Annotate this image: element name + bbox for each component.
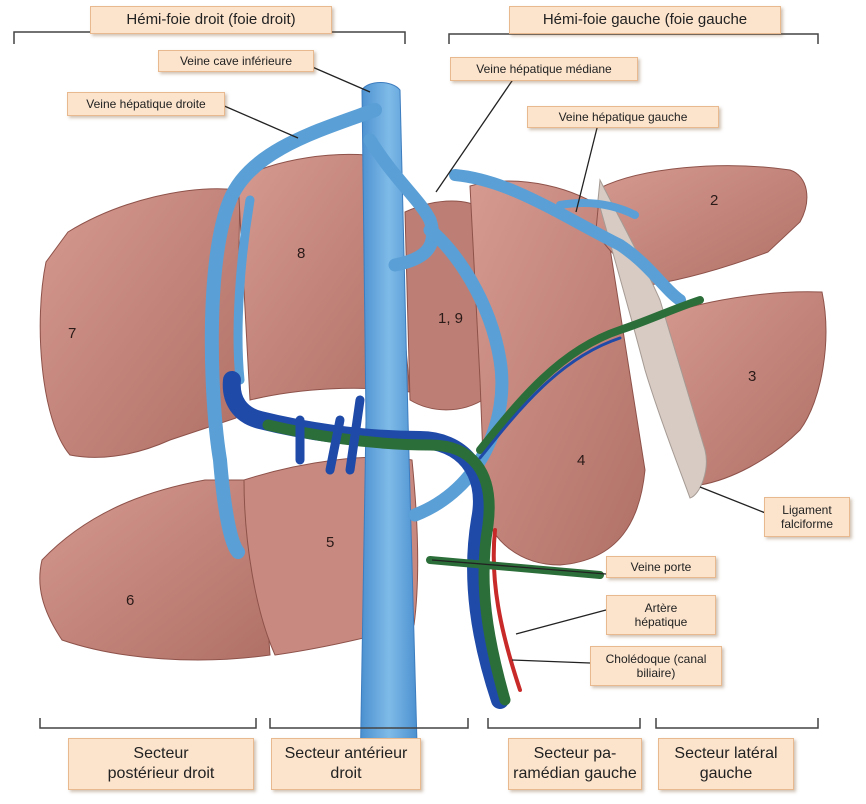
middle-hepatic-vein-label: Veine hépatique médiane: [450, 57, 638, 81]
segment-8-number: 8: [297, 245, 305, 262]
falciform-ligament-label: Ligament falciforme: [764, 497, 850, 537]
portal-vein-label: Veine porte: [606, 556, 716, 578]
left-liver-header: Hémi-foie gauche (foie gauche: [509, 6, 781, 34]
sector-left-paramedian: Secteur pa- ramédian gauche: [508, 738, 642, 790]
sector-right-posterior: Secteur postérieur droit: [68, 738, 254, 790]
sector-brackets: [40, 718, 818, 728]
segment-3-number: 3: [748, 368, 756, 385]
segment-1-9-number: 1, 9: [438, 310, 463, 327]
ivc-label: Veine cave inférieure: [158, 50, 314, 72]
segment-7-number: 7: [68, 325, 76, 342]
right-hepatic-vein-label: Veine hépatique droite: [67, 92, 225, 116]
segment-6-number: 6: [126, 592, 134, 609]
left-hepatic-vein-label: Veine hépatique gauche: [527, 106, 719, 128]
segment-4-number: 4: [577, 452, 585, 469]
hepatic-artery-label: Artère hépatique: [606, 595, 716, 635]
bile-duct-label: Cholédoque (canal biliaire): [590, 646, 722, 686]
segment-6-shape: [40, 480, 270, 660]
sector-left-lateral: Secteur latéral gauche: [658, 738, 794, 790]
segment-5-number: 5: [326, 534, 334, 551]
segment-2-number: 2: [710, 192, 718, 209]
sector-right-anterior: Secteur antérieur droit: [271, 738, 421, 790]
right-liver-header: Hémi-foie droit (foie droit): [90, 6, 332, 34]
